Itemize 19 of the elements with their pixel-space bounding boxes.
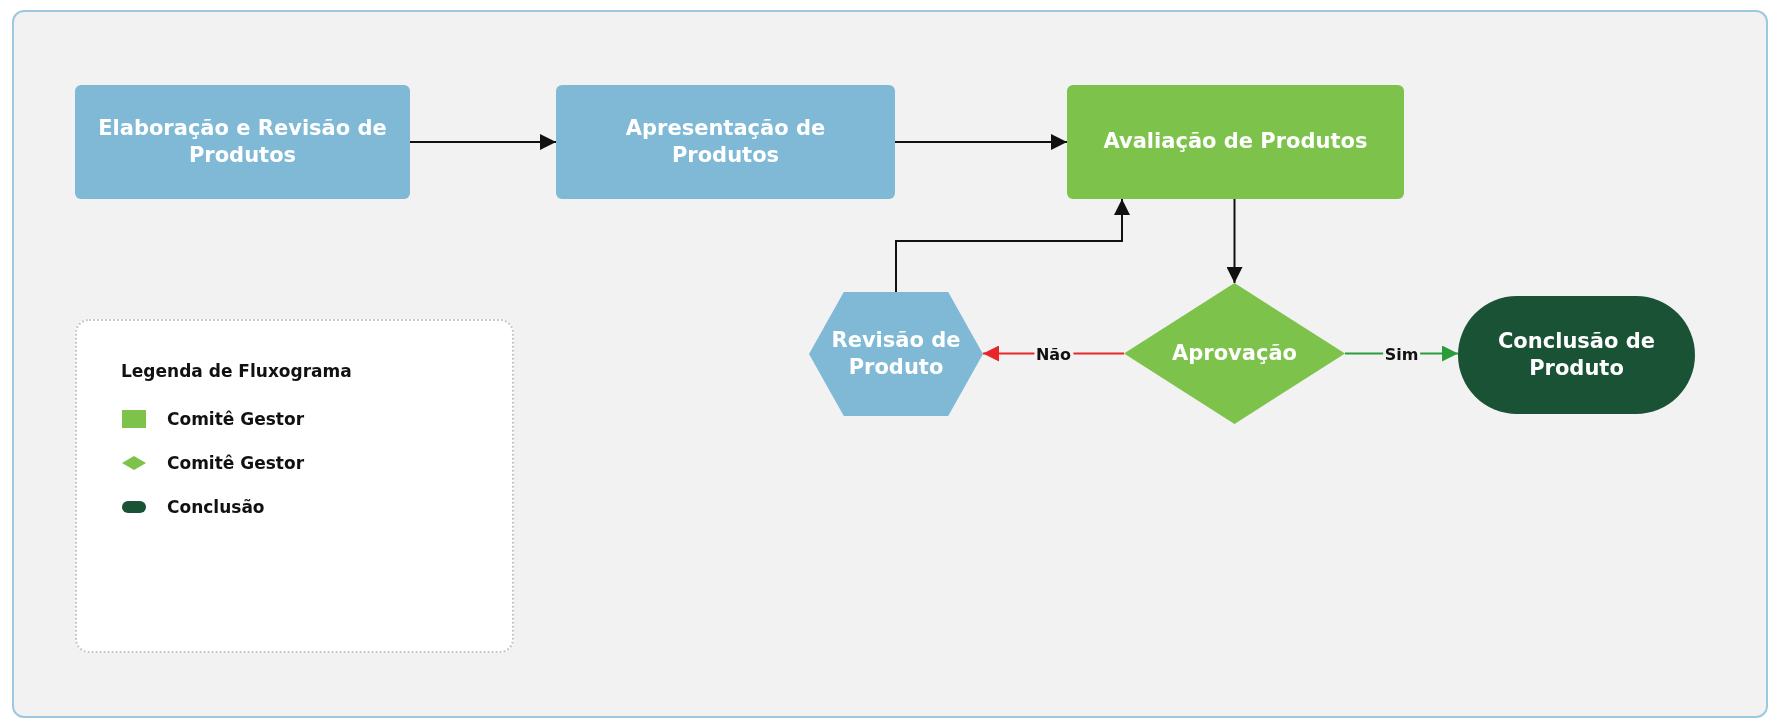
legend-label: Conclusão <box>167 497 265 517</box>
process-box <box>75 85 410 199</box>
process-box <box>1067 85 1404 199</box>
process-box <box>556 85 895 199</box>
arrow <box>895 198 1130 293</box>
node-label: Aprovação <box>1172 339 1297 367</box>
arrow <box>409 134 557 150</box>
decision-diamond <box>1124 283 1345 424</box>
legend-label: Comitê Gestor <box>167 409 305 429</box>
node-label: Elaboração e Revisão de Produtos <box>97 114 388 169</box>
node-label: Conclusão de Produto <box>1496 327 1657 382</box>
node-label: Apresentação de Produtos <box>624 114 827 169</box>
node-label: Revisão de Produto <box>830 326 962 381</box>
legend-title: Legenda de Fluxograma <box>121 361 353 381</box>
arrow <box>894 134 1068 150</box>
arrow <box>1226 198 1243 284</box>
hexagon-shape <box>809 292 983 416</box>
node-label: Avaliação de Produtos <box>1103 128 1368 156</box>
legend-label: Comitê Gestor <box>167 453 305 473</box>
